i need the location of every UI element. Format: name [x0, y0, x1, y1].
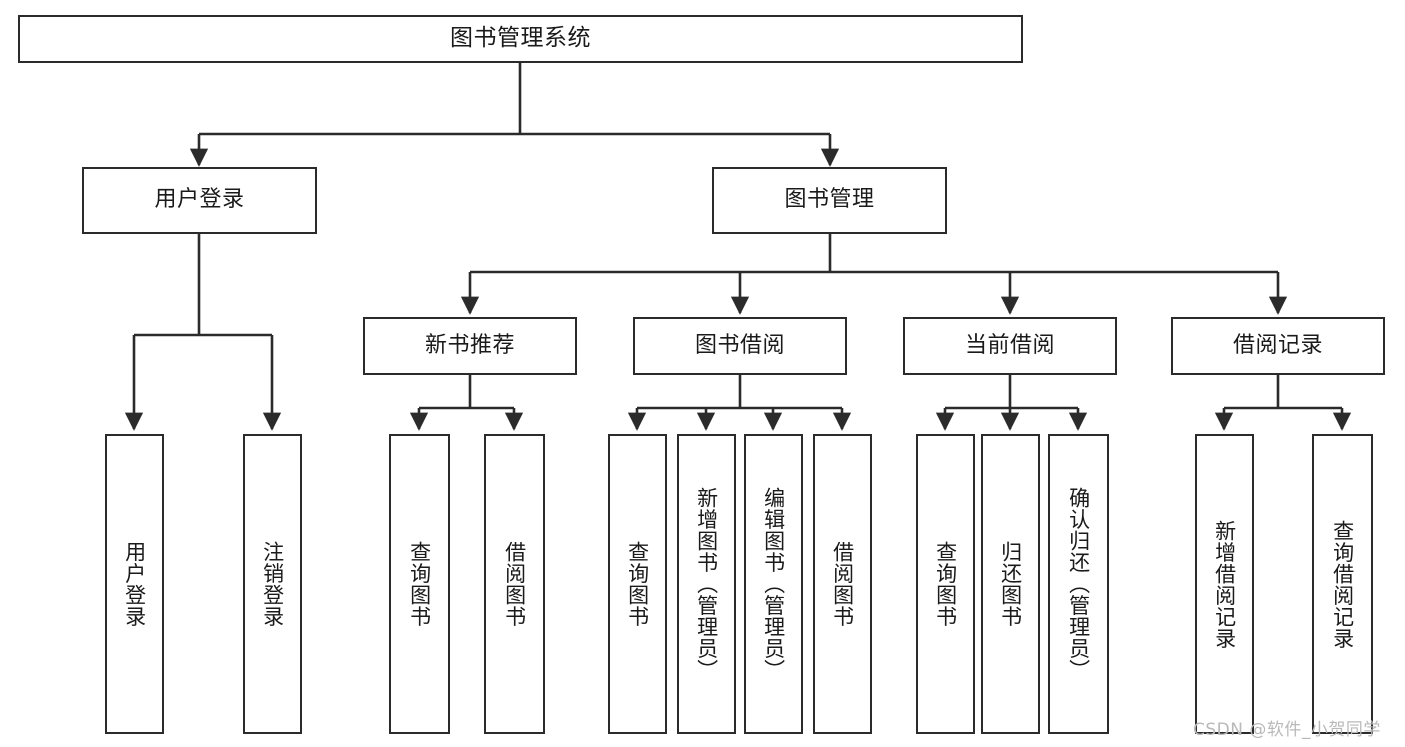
leaf-records-query-record[interactable]: 查询借阅记录	[1312, 434, 1373, 734]
leaf-label: 借阅图书	[502, 541, 527, 627]
node-user-login[interactable]: 用户登录	[82, 167, 317, 234]
leaf-label: 新增借阅记录	[1212, 519, 1237, 649]
node-current-borrow[interactable]: 当前借阅	[903, 317, 1117, 375]
node-book-borrow[interactable]: 图书借阅	[633, 317, 847, 375]
node-borrow-records-label: 借阅记录	[1232, 332, 1323, 358]
leaf-borrow-edit-book[interactable]: 编辑图书（管理员）	[744, 434, 803, 734]
node-root-label: 图书管理系统	[450, 25, 591, 52]
leaf-label: 查询图书	[933, 541, 958, 627]
node-user-login-label: 用户登录	[154, 187, 245, 213]
node-book-management-label: 图书管理	[784, 187, 875, 213]
node-current-borrow-label: 当前借阅	[964, 332, 1055, 358]
leaf-borrow-borrow-book[interactable]: 借阅图书	[813, 434, 872, 734]
leaf-records-add-record[interactable]: 新增借阅记录	[1195, 434, 1254, 734]
leaf-new-book-query[interactable]: 查询图书	[389, 434, 450, 734]
node-borrow-records[interactable]: 借阅记录	[1171, 317, 1385, 375]
leaf-label: 新增图书（管理员）	[694, 487, 719, 681]
leaf-label: 注销登录	[260, 541, 285, 627]
leaf-label: 确认归还（管理员）	[1066, 487, 1091, 681]
leaf-current-return-book[interactable]: 归还图书	[981, 434, 1040, 734]
node-new-book-recommend-label: 新书推荐	[424, 332, 515, 358]
leaf-label: 查询图书	[625, 541, 650, 627]
leaf-current-query-book[interactable]: 查询图书	[916, 434, 975, 734]
leaf-label: 编辑图书（管理员）	[761, 487, 786, 681]
leaf-user-login-signout[interactable]: 注销登录	[243, 434, 302, 734]
node-new-book-recommend[interactable]: 新书推荐	[363, 317, 577, 375]
leaf-new-book-borrow[interactable]: 借阅图书	[484, 434, 545, 734]
leaf-borrow-add-book[interactable]: 新增图书（管理员）	[677, 434, 736, 734]
leaf-user-login-signin[interactable]: 用户登录	[105, 434, 164, 734]
leaf-borrow-query-book[interactable]: 查询图书	[608, 434, 667, 734]
leaf-label: 归还图书	[998, 541, 1023, 627]
leaf-label: 查询借阅记录	[1330, 519, 1355, 649]
node-book-borrow-label: 图书借阅	[694, 332, 785, 358]
node-book-management[interactable]: 图书管理	[712, 167, 947, 234]
leaf-label: 用户登录	[122, 541, 147, 627]
node-root[interactable]: 图书管理系统	[18, 15, 1023, 63]
leaf-current-confirm-return[interactable]: 确认归还（管理员）	[1048, 434, 1109, 734]
leaf-label: 查询图书	[407, 541, 432, 627]
leaf-label: 借阅图书	[830, 541, 855, 627]
